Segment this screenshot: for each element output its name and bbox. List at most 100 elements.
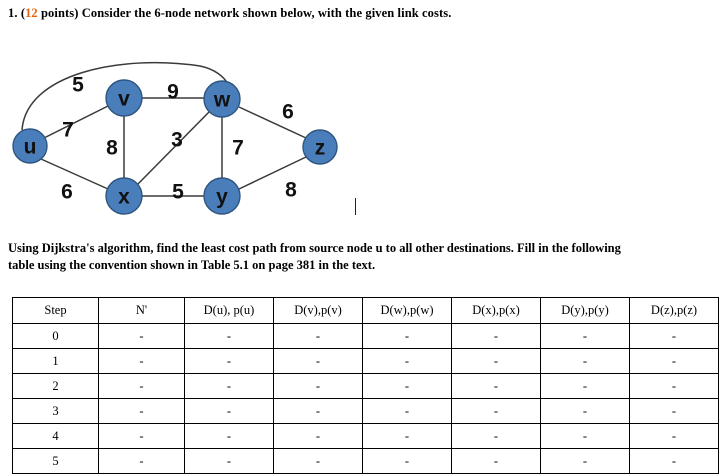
table-row: 1 - - - - - - - bbox=[12, 348, 719, 374]
open-paren: ( bbox=[20, 6, 26, 20]
cell-du[interactable]: - bbox=[184, 323, 274, 349]
cell-du[interactable]: - bbox=[184, 448, 274, 474]
instructions-line-2: table using the convention shown in Tabl… bbox=[8, 258, 376, 272]
cell-dw[interactable]: - bbox=[362, 448, 452, 474]
cell-nprime[interactable]: - bbox=[98, 448, 185, 474]
table-row: 4 - - - - - - - bbox=[12, 423, 719, 449]
column-header-dv: D(v),p(v) bbox=[273, 297, 363, 324]
node-x-circle bbox=[105, 177, 143, 215]
node-v-label: v bbox=[118, 88, 130, 111]
node-y-circle bbox=[203, 177, 241, 215]
column-header-dx: D(x),p(x) bbox=[451, 297, 541, 324]
dijkstra-table: Step N' D(u), p(u) D(v),p(v) D(w),p(w) D… bbox=[12, 297, 719, 474]
text-cursor-mark bbox=[355, 198, 356, 215]
graph-edge-weights: 5 7 6 9 8 3 7 6 5 8 bbox=[61, 74, 297, 204]
cell-dw[interactable]: - bbox=[362, 423, 452, 449]
network-diagram: 5 7 6 9 8 3 7 6 5 8 u v w x y z bbox=[0, 52, 380, 220]
cell-dw[interactable]: - bbox=[362, 398, 452, 424]
edge-weight-v-x: 8 bbox=[106, 137, 118, 160]
cell-step: 2 bbox=[12, 373, 99, 399]
node-x-label: x bbox=[118, 186, 130, 209]
cell-dy[interactable]: - bbox=[540, 448, 630, 474]
cell-dx[interactable]: - bbox=[451, 373, 541, 399]
node-y-label: y bbox=[216, 186, 228, 209]
question-number: 1. bbox=[8, 6, 18, 20]
cell-dz[interactable]: - bbox=[629, 423, 719, 449]
column-header-dz: D(z),p(z) bbox=[629, 297, 719, 324]
graph-nodes: u v w x y z bbox=[12, 79, 338, 215]
cell-du[interactable]: - bbox=[184, 348, 274, 374]
cell-nprime[interactable]: - bbox=[98, 373, 185, 399]
node-z-circle bbox=[302, 129, 338, 165]
cell-dx[interactable]: - bbox=[451, 448, 541, 474]
column-header-dw: D(w),p(w) bbox=[362, 297, 452, 324]
edge-u-w bbox=[21, 61, 229, 131]
table-row: 0 - - - - - - - bbox=[12, 323, 719, 349]
edge-weight-u-x: 6 bbox=[61, 181, 73, 204]
edge-weight-u-w: 5 bbox=[72, 74, 84, 97]
cell-nprime[interactable]: - bbox=[98, 423, 185, 449]
cell-dy[interactable]: - bbox=[540, 398, 630, 424]
node-w-label: w bbox=[213, 89, 231, 112]
cell-step: 4 bbox=[12, 423, 99, 449]
cell-dy[interactable]: - bbox=[540, 423, 630, 449]
column-header-du: D(u), p(u) bbox=[184, 297, 274, 324]
edge-weight-y-z: 8 bbox=[285, 179, 297, 202]
cell-dz[interactable]: - bbox=[629, 448, 719, 474]
cell-step: 5 bbox=[12, 448, 99, 474]
cell-dy[interactable]: - bbox=[540, 373, 630, 399]
cell-du[interactable]: - bbox=[184, 398, 274, 424]
table-header-row: Step N' D(u), p(u) D(v),p(v) D(w),p(w) D… bbox=[12, 297, 719, 324]
edge-u-v bbox=[43, 105, 109, 139]
cell-du[interactable]: - bbox=[184, 423, 274, 449]
page-title: 1. (12 points) Consider the 6-node netwo… bbox=[8, 6, 451, 21]
cell-dw[interactable]: - bbox=[362, 323, 452, 349]
edge-weight-w-y: 7 bbox=[232, 137, 244, 160]
edge-weight-v-w: 9 bbox=[167, 81, 179, 104]
question-title-text: points) Consider the 6-node network show… bbox=[37, 6, 452, 20]
cell-dx[interactable]: - bbox=[451, 398, 541, 424]
column-header-step: Step bbox=[12, 297, 99, 324]
cell-nprime[interactable]: - bbox=[98, 323, 185, 349]
cell-dw[interactable]: - bbox=[362, 373, 452, 399]
node-u-circle bbox=[12, 128, 48, 164]
cell-dv[interactable]: - bbox=[273, 373, 363, 399]
edge-y-z bbox=[238, 156, 307, 190]
cell-dy[interactable]: - bbox=[540, 323, 630, 349]
node-z-label: z bbox=[315, 137, 326, 160]
cell-dx[interactable]: - bbox=[451, 423, 541, 449]
edge-u-x bbox=[40, 158, 109, 190]
cell-dv[interactable]: - bbox=[273, 398, 363, 424]
cell-du[interactable]: - bbox=[184, 373, 274, 399]
node-u-label: u bbox=[24, 136, 37, 159]
cell-dx[interactable]: - bbox=[451, 323, 541, 349]
instructions-line-1: Using Dijkstra's algorithm, find the lea… bbox=[8, 241, 621, 255]
cell-dy[interactable]: - bbox=[540, 348, 630, 374]
cell-dv[interactable]: - bbox=[273, 423, 363, 449]
cell-dz[interactable]: - bbox=[629, 373, 719, 399]
graph-edges bbox=[21, 61, 307, 197]
cell-dz[interactable]: - bbox=[629, 348, 719, 374]
cell-dv[interactable]: - bbox=[273, 448, 363, 474]
cell-dx[interactable]: - bbox=[451, 348, 541, 374]
cell-dw[interactable]: - bbox=[362, 348, 452, 374]
cell-nprime[interactable]: - bbox=[98, 398, 185, 424]
table-row: 5 - - - - - - - bbox=[12, 448, 719, 474]
cell-dv[interactable]: - bbox=[273, 323, 363, 349]
edge-w-z bbox=[238, 106, 307, 139]
cell-dv[interactable]: - bbox=[273, 348, 363, 374]
edge-weight-u-v: 7 bbox=[62, 119, 74, 142]
cell-dz[interactable]: - bbox=[629, 398, 719, 424]
column-header-nprime: N' bbox=[98, 297, 185, 324]
network-graph-svg: 5 7 6 9 8 3 7 6 5 8 u v w x y z bbox=[12, 61, 338, 215]
node-w-circle bbox=[203, 80, 241, 118]
edge-w-x bbox=[137, 111, 210, 185]
table-row: 2 - - - - - - - bbox=[12, 373, 719, 399]
instructions-paragraph: Using Dijkstra's algorithm, find the lea… bbox=[8, 240, 712, 274]
table-body: 0 - - - - - - - 1 - - - - - - - 2 - - - … bbox=[12, 323, 719, 474]
cell-nprime[interactable]: - bbox=[98, 348, 185, 374]
cell-dz[interactable]: - bbox=[629, 323, 719, 349]
node-v-circle bbox=[105, 79, 143, 117]
column-header-dy: D(y),p(y) bbox=[540, 297, 630, 324]
edge-weight-x-y: 5 bbox=[172, 181, 184, 204]
